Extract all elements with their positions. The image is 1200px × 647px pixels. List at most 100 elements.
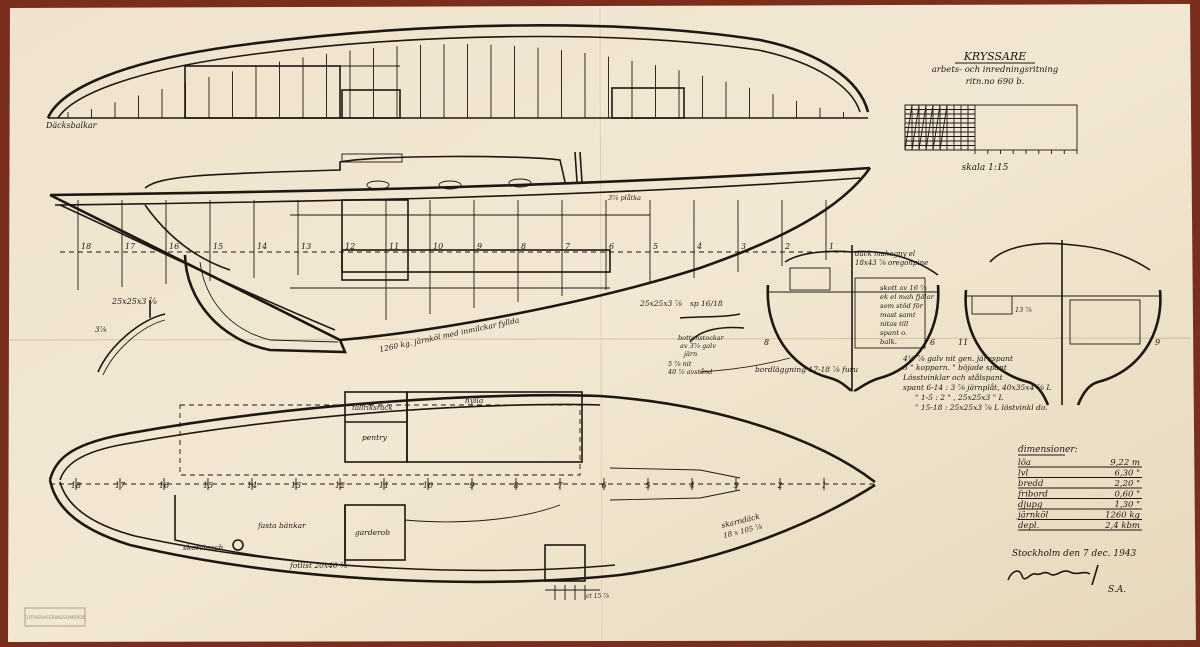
title-block: KRYSSARE arbets- och inredningsritning r… [932,50,1059,87]
plan-label-pantry: pentry [362,433,388,442]
scale-label: skala 1:15 [962,163,1009,173]
plan-frame-number: 7 [557,481,563,490]
profile-frame-number: 7 [565,242,571,251]
scale-diagonal [904,104,913,151]
stamp-text: FOTOGRAFERINGSOMRÅDE [24,614,86,621]
rivet-note-2: 40 ⅞ avstånd [667,367,712,376]
scale-diagonal [911,104,920,151]
plan-frame-number: 10 [423,481,433,490]
plan-frame-number: 2 [776,481,782,490]
initials: S.A. [1108,585,1126,595]
profile-frame-number: 15 [213,242,223,251]
profile-frame-number: 16 [169,242,179,251]
rivet-note-1: 5 ⅞ nit [668,360,692,368]
profile-frame-number: 1 [829,242,834,251]
frame-spec-line-3: " 15-18 : 25x25x3 ⅞ L löstvinkl do. [915,403,1048,412]
dimension-label: depl. [1018,521,1039,531]
mast-note-line: nitas till [880,320,908,328]
deck-beams-label: Däcksbalkar [45,121,98,130]
scale-diagonal [939,104,948,151]
paper-fold-line-vertical [599,7,603,641]
profile-frame-number: 13 [301,242,311,251]
plan-frame-number: 5 [645,481,650,490]
frame-spec-heading: Lösstvinklar och stålspant [902,373,1004,382]
profile-frame-number: 3 [741,242,746,251]
mast-note-line: spant o. [880,329,907,337]
angle-iron-label: 25x25x3 ⅞ [111,297,157,306]
dimensions-heading: dimensioner: [1018,445,1078,455]
plan-frame-number: 14 [247,481,257,490]
bottom-note-2: av 3⅞ galv [680,342,716,350]
dimension-label: lvl [1018,469,1029,479]
sp-note: sp 16/18 [690,299,723,308]
dimension-value: 1,30 " [1114,500,1140,510]
profile-frame-number: 5 [653,242,658,251]
scale-diagonal [925,104,934,151]
dimension-value: 9,22 m [1110,458,1140,468]
plan-frame-number: 6 [601,481,606,490]
plan-frame-number: 8 [513,481,518,490]
bottom-frame-detail: 25x25x3 ⅞ sp 16/18 bottenstockar av 3⅞ g… [639,299,791,376]
dimension-value: 1260 kg [1105,511,1140,521]
mast-note-line: ek el mah fjälar [880,293,935,301]
drawing-title: KRYSSARE [963,50,1027,63]
archive-stamp: FOTOGRAFERINGSOMRÅDE [24,607,86,627]
mast-note-line: skott av 16 ⅞ [880,284,927,292]
plan-frame-number: 13 [291,481,301,490]
dimension-label: löa [1018,458,1031,468]
frame-spec-line-2: " 1-5 : 2 " , 25x25x3 " L [915,393,1003,402]
handwritten-signature [1007,570,1091,581]
profile-frame-number: 10 [433,242,443,251]
dimension-label: djupg [1018,500,1043,510]
plan-frame-number: 3 [733,481,738,490]
plating-note: 3⅞ plåtka [608,193,641,202]
deck-note-1: däck mahogny el [855,250,915,258]
angle-iron-label-2: 25x25x3 ⅞ [639,299,683,308]
profile-frame-number: 6 [609,242,614,251]
dimension-label: bredd [1018,479,1044,489]
plan-frame-number: 9 [469,481,474,490]
plan-frame-number: 15 [203,481,213,490]
paper-fold-line [9,337,1191,341]
frame-note-left: 3⅞ [95,326,106,334]
profile-frame-number: 8 [521,242,526,251]
profile-frame-number: 9 [477,242,482,251]
profile-frame-number: 11 [389,242,399,251]
plan-label-wardrobe: garderob [355,528,390,537]
dimension-label: fribord [1017,490,1049,500]
plan-frame-number: 17 [115,481,126,490]
section-number-9: 9 [1155,338,1160,347]
profile-frame-number: 12 [345,242,355,251]
dimension-label: järnköl [1016,511,1049,521]
hull-planking-note: bordläggning 17-18 ⅞ furu [755,365,858,374]
plan-frame-number: 1 [821,481,826,490]
mast-note-line: som stöd för [880,302,924,310]
mast-note-line: balk. [880,338,897,346]
plan-label-tiller: skotvinsch [183,543,223,552]
dimension-value: 2,4 kbm [1104,521,1140,531]
plan-frame-number: 11 [379,481,389,490]
bottom-note-3: järn [682,350,697,358]
dimension-value: 2,20 " [1113,479,1140,489]
plan-frame-number: 16 [159,481,169,490]
cross-sections: däck mahogny el 18x43 ⅞ oregonpine skott… [755,240,1162,406]
mid-note: 13 ⅞ [1015,306,1032,314]
plan-label-locker: tallriksrack [352,404,393,412]
drawing-subtitle: arbets- och inredningsritning [932,65,1059,75]
plan-label-benches: fasta bänkar [257,521,306,530]
frame-spec-line-1: spant 6-14 : 3 ⅞ järnplåt, 40x35x4 ⅞ L [903,383,1051,392]
plan-frame-number: 4 [688,481,694,490]
drawing-number: ritn.no 690 b. [966,77,1025,87]
section-number-8: 8 [764,338,769,347]
scale-bar: skala 1:15 [904,104,1078,173]
section-number-11: 11 [958,338,968,347]
mast-note-line: mast samt [880,311,916,319]
profile-frame-number: 14 [257,242,267,251]
section-number-6: 6 [930,338,935,347]
scale-diagonal [918,104,927,151]
bottom-note-1: bottenstockar [678,334,725,342]
frame-spec-notes: 4½ ⅞ galv nit gen. järnspant 5 " kopparn… [902,354,1051,412]
